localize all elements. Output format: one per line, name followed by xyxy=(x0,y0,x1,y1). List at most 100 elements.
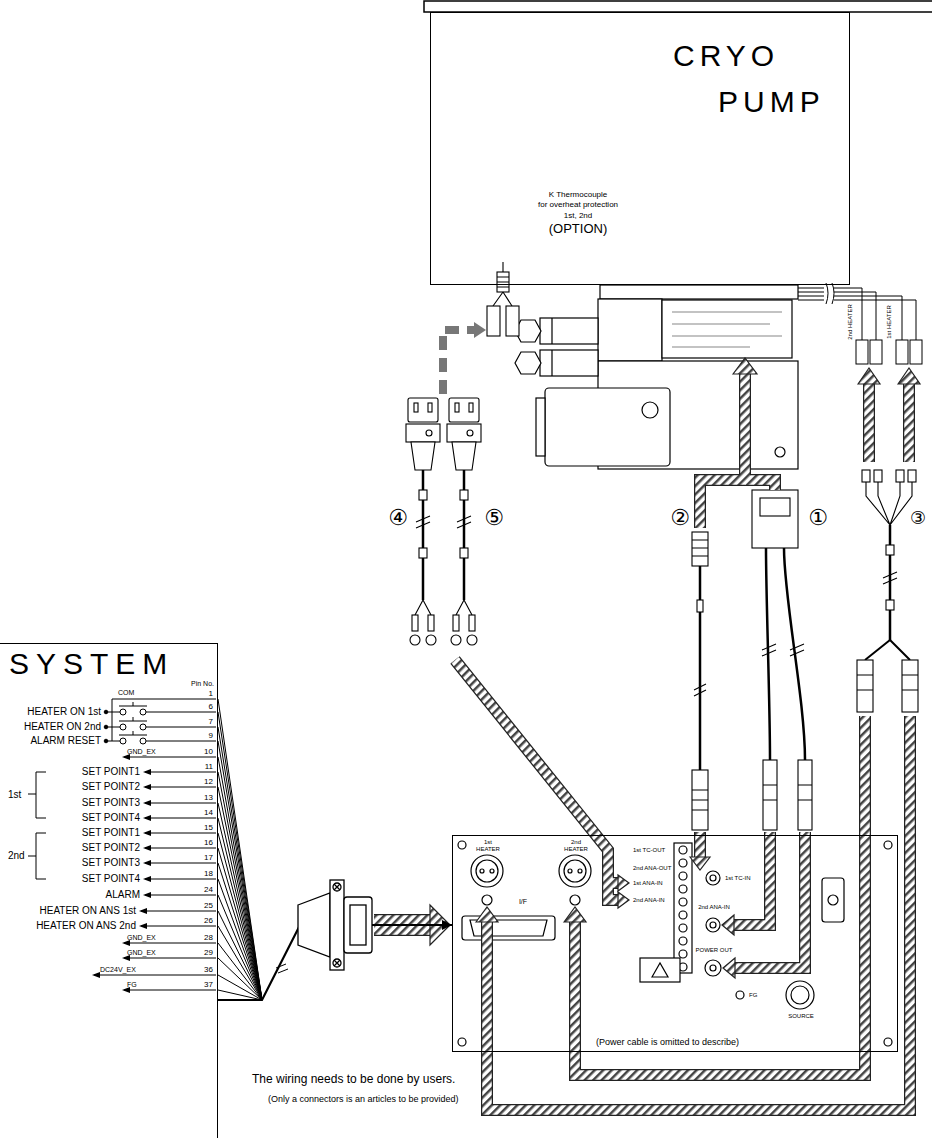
thermocouple-cable xyxy=(416,516,430,528)
pin-number: 17 xyxy=(204,853,213,862)
controller-panel xyxy=(884,841,892,849)
node-text: 1st TC-OUT xyxy=(633,847,665,854)
thermocouple-probe xyxy=(487,262,519,336)
controller-panel xyxy=(559,855,591,887)
pin-number: 1 xyxy=(209,689,213,698)
signal-arrowhead xyxy=(143,830,151,836)
note-text: The wiring needs to be done by users. xyxy=(252,1073,455,1087)
controller-panel xyxy=(471,855,503,887)
thermocouple-cable xyxy=(428,403,432,412)
heater-leads xyxy=(798,283,922,364)
signal-name: ALARM xyxy=(106,889,140,901)
signal-name: GND_EX xyxy=(127,934,156,942)
heater-cable xyxy=(874,470,882,482)
thermocouple-cable xyxy=(452,442,476,470)
pin-number: 37 xyxy=(204,980,213,989)
controller-panel xyxy=(679,898,687,906)
controller-panel xyxy=(710,922,716,928)
pump-housing: CRYO PUMP xyxy=(430,12,850,285)
thermocouple-cable xyxy=(453,615,459,631)
signal-name: COM xyxy=(118,689,134,697)
cold-head xyxy=(515,352,541,374)
controller-panel xyxy=(679,911,687,919)
cold-head xyxy=(545,388,670,466)
controller-panel xyxy=(679,937,687,945)
signal-wire xyxy=(120,724,126,730)
thermocouple-cable xyxy=(456,600,472,615)
signal-cable xyxy=(692,770,708,830)
thermocouple-cable xyxy=(419,490,427,500)
power-cable xyxy=(752,490,798,548)
thermocouple-cable xyxy=(457,516,471,528)
thermocouple-cable xyxy=(426,430,432,436)
heater-cable xyxy=(857,660,873,712)
thermocouple-cable xyxy=(426,635,436,645)
signal-name: SET POINT4 xyxy=(82,873,140,885)
thermocouple-cable xyxy=(406,424,440,442)
callout-number: ⑤ xyxy=(484,506,504,530)
signal-arrowhead xyxy=(139,923,147,929)
hatched-arrow xyxy=(903,384,915,462)
signal-wire xyxy=(104,739,108,743)
thermocouple-probe xyxy=(506,306,519,336)
callout-number: ① xyxy=(808,506,828,530)
thermocouple-cable xyxy=(447,424,481,442)
note-text: for overheat protection xyxy=(538,200,618,209)
cold-head xyxy=(672,312,782,347)
hatched-arrow xyxy=(904,384,914,462)
thermocouple-probe xyxy=(502,262,503,272)
signal-arrowhead xyxy=(143,845,151,851)
power-cable xyxy=(763,760,777,830)
signal-name: SET POINT4 xyxy=(82,812,140,824)
hatched-arrow xyxy=(455,660,618,900)
signal-arrowhead xyxy=(143,876,151,882)
thermocouple-probe xyxy=(497,272,509,292)
heater-cable xyxy=(865,640,910,660)
hatched-arrow xyxy=(863,384,875,462)
pin-number: 25 xyxy=(204,901,213,910)
controller-panel xyxy=(480,869,484,873)
hatched-arrow xyxy=(864,384,874,462)
signal-wire xyxy=(104,710,108,714)
thermocouple-cable xyxy=(469,615,475,631)
cold-head xyxy=(536,398,545,456)
thermocouple-cable xyxy=(419,548,427,558)
heater-cable xyxy=(908,470,916,482)
group-label: 2nd xyxy=(8,850,25,862)
heater-cable xyxy=(862,470,870,482)
power-cable xyxy=(798,760,812,830)
cold-head xyxy=(600,285,798,299)
heater-leads xyxy=(834,288,916,340)
signal-name: SET POINT1 xyxy=(82,766,140,778)
signal-name: SET POINT1 xyxy=(82,827,140,839)
dashed-arrow xyxy=(474,322,486,338)
dsub-connector xyxy=(344,897,372,953)
pin-number: 24 xyxy=(204,885,213,894)
heater-cable xyxy=(902,660,918,712)
heater-cable xyxy=(889,525,892,640)
dsub-connector xyxy=(298,893,330,957)
signal-wire xyxy=(28,772,46,879)
dashed-arrow xyxy=(443,330,474,394)
heater-label: 2nd HEATER xyxy=(847,304,854,340)
controller-panel xyxy=(679,924,687,932)
signal-name: DC24V_EX xyxy=(100,966,136,974)
controller-panel xyxy=(884,1038,892,1046)
node-text: 2nd ANA-IN xyxy=(698,904,730,911)
controller-panel xyxy=(490,869,494,873)
heater-cable xyxy=(866,482,912,525)
node-text: POWER OUT xyxy=(696,947,733,954)
cold-head xyxy=(540,350,598,376)
note-text: (Only a connectors is an articles to be … xyxy=(268,1094,459,1104)
signal-wire xyxy=(104,725,108,729)
signal-name: ALARM RESET xyxy=(30,735,101,747)
dsub-connector xyxy=(350,905,366,945)
heater-label: 1st HEATER xyxy=(886,305,893,339)
hatched-arrow xyxy=(735,832,805,968)
signal-name: GND_EX xyxy=(127,949,156,957)
thermocouple-probe xyxy=(487,306,500,336)
signal-wire xyxy=(106,717,216,727)
heater-cable xyxy=(886,600,894,610)
